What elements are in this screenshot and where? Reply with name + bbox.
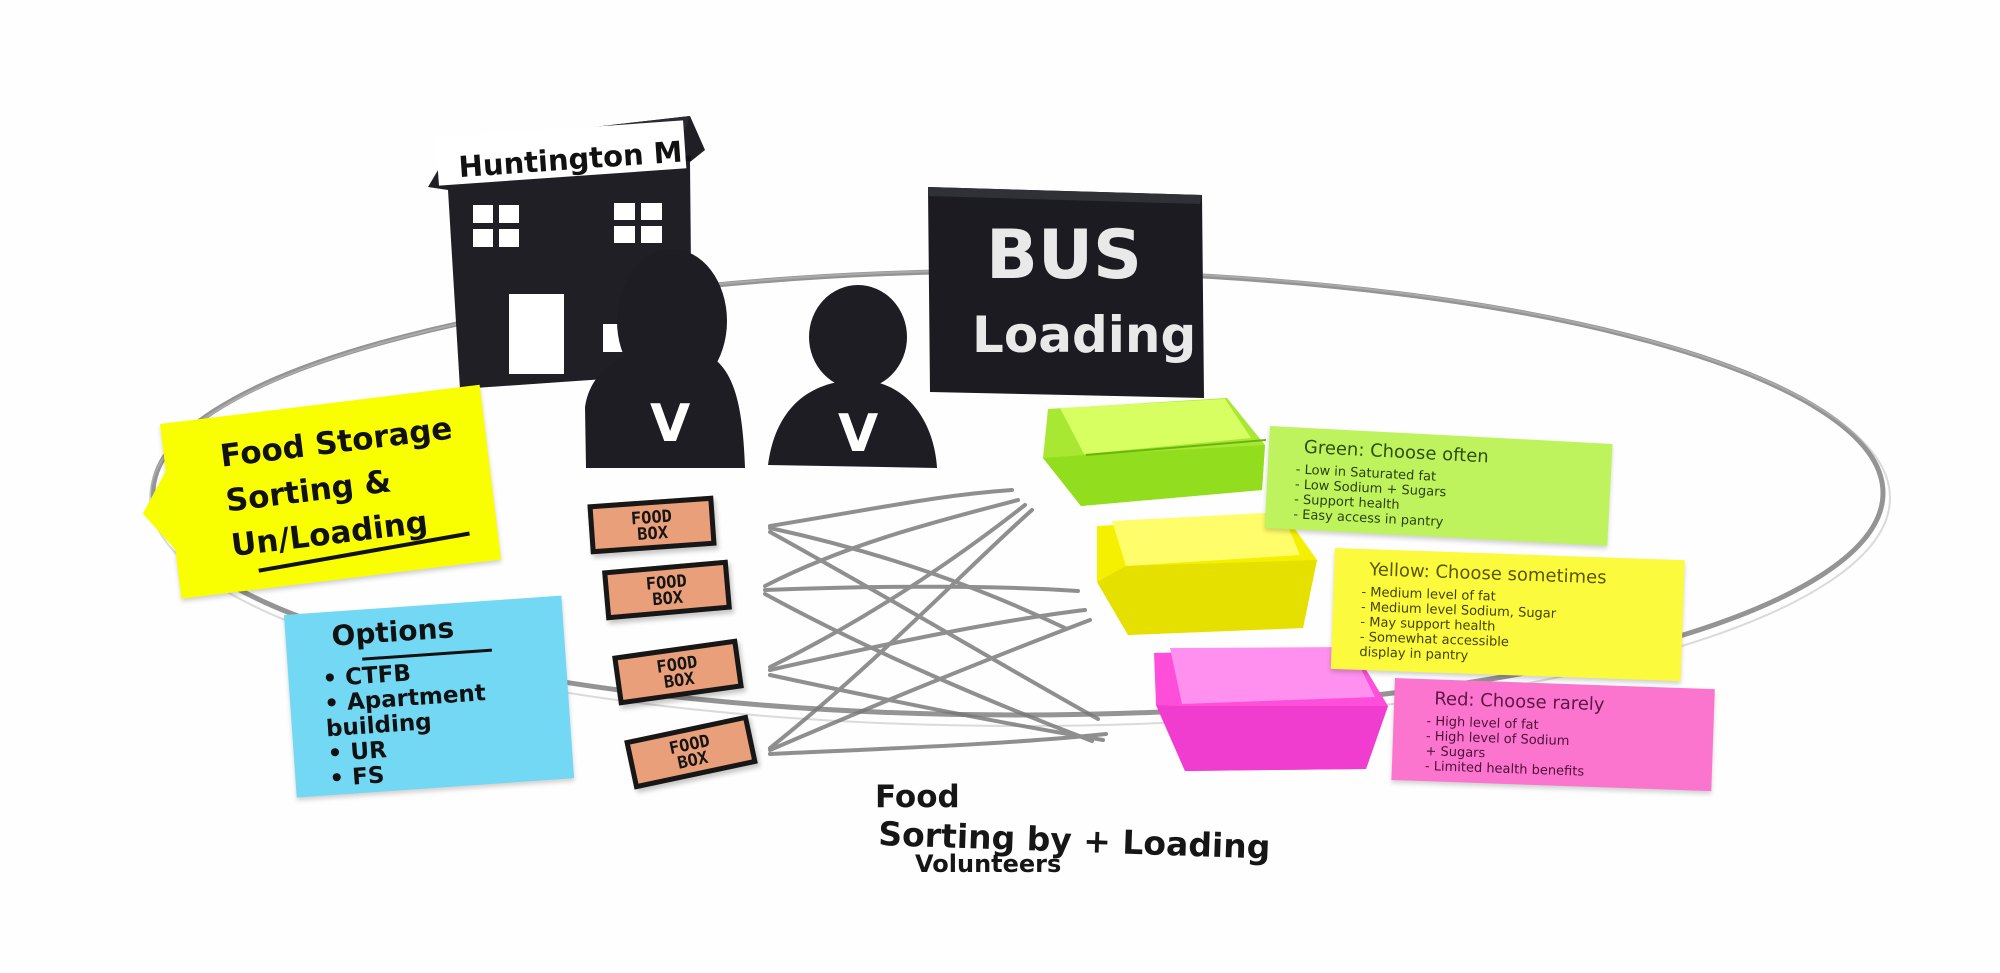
red-category-list: - High level of fat - High level of Sodi…: [1425, 714, 1586, 780]
green-category-title: Green: Choose often: [1303, 436, 1490, 468]
building-sign-board: [435, 120, 687, 186]
green-category-note: Green: Choose often - Low in Saturated f…: [1264, 426, 1613, 546]
sorting-caption-line3: Volunteers: [915, 850, 1061, 878]
sorting-caption-line1: Food: [875, 779, 960, 815]
yellow-category-note: Yellow: Choose sometimes - Medium level …: [1330, 548, 1685, 682]
red-category-note: Red: Choose rarely - High level of fat -…: [1391, 678, 1715, 792]
red-category-title: Red: Choose rarely: [1433, 688, 1605, 716]
options-list: • CTFB • Apartment building • UR • FS: [322, 656, 492, 792]
bus-sign-line2: Loading: [972, 306, 1196, 364]
volunteer-left-mark: V: [650, 394, 690, 454]
volunteer-right-mark: V: [838, 404, 878, 464]
food-box-label: FOOD BOX: [587, 495, 717, 555]
food-storage-text: Food Storage Sorting & Un/Loading: [218, 410, 455, 565]
volunteer-figure-left: V: [585, 249, 745, 468]
green-category-list: - Low in Saturated fat - Low Sodium + Su…: [1293, 462, 1447, 530]
volunteer-figure-right: V: [768, 285, 937, 468]
yellow-sorting-bin: [1097, 512, 1317, 635]
green-sorting-bin: [1043, 398, 1267, 506]
window-mullions: [473, 203, 662, 247]
connection-wires: [763, 488, 1108, 756]
yellow-category-title: Yellow: Choose sometimes: [1368, 559, 1607, 589]
yellow-category-list: - Medium level of fat - Medium level Sod…: [1359, 585, 1557, 667]
options-title: Options: [330, 611, 456, 653]
bus-sign-line1: BUS: [986, 216, 1142, 295]
options-note: Options • CTFB • Apartment building • UR…: [284, 595, 575, 798]
bus-loading-sign: BUS Loading: [928, 187, 1204, 398]
pink-sorting-bin: [1154, 647, 1388, 771]
